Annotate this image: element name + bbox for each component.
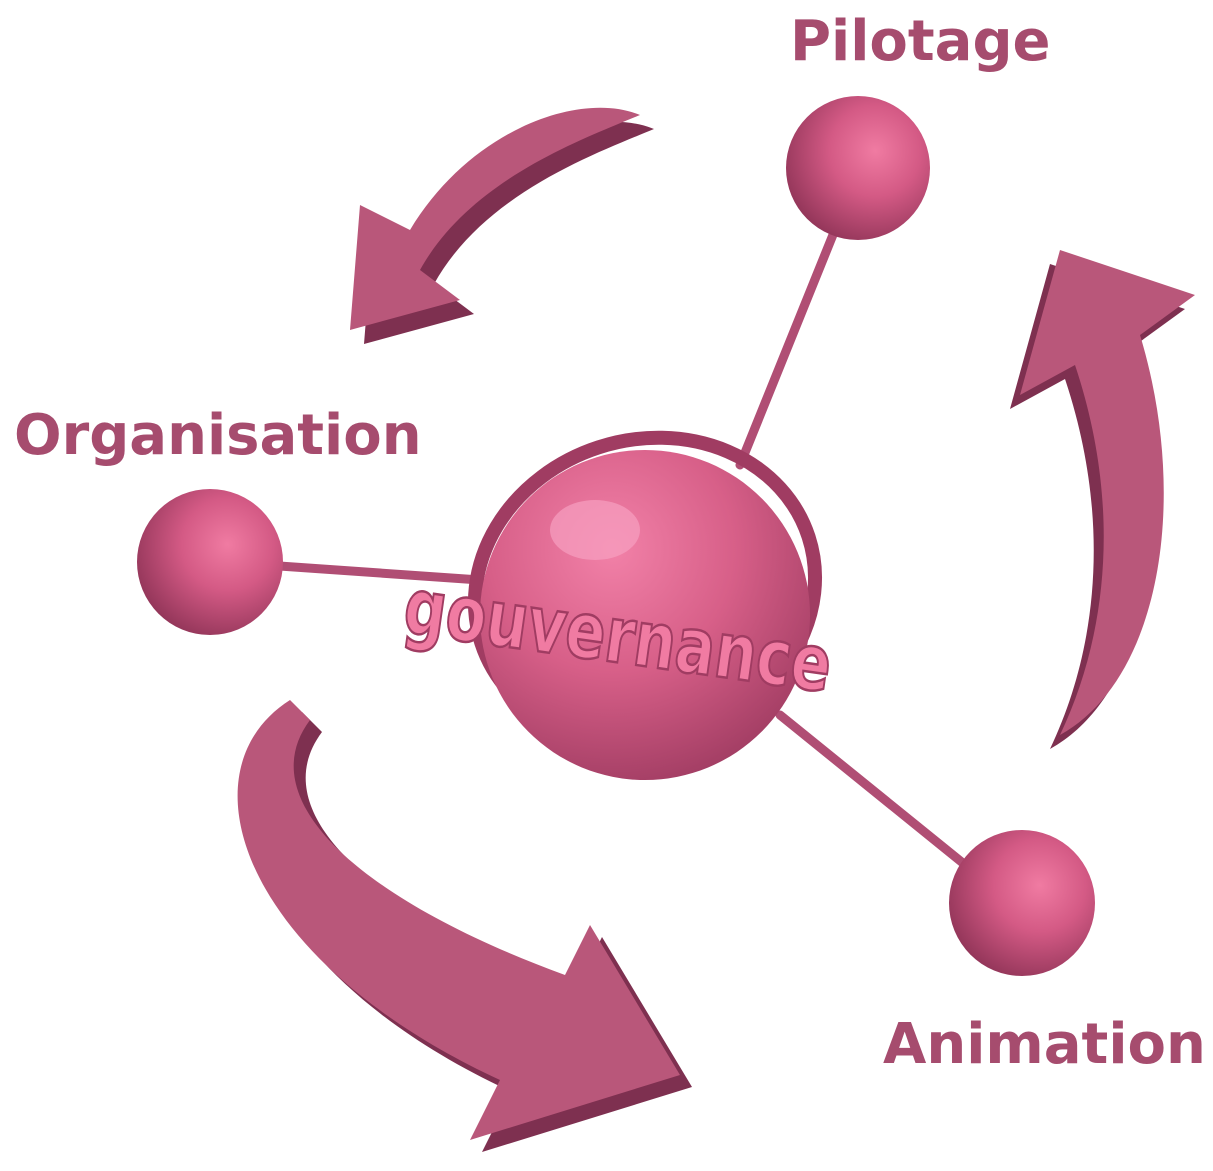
center-sphere (467, 430, 823, 780)
arrow-animation-to-pilotage (1010, 250, 1195, 749)
node-label-pilotage: Pilotage (790, 9, 1051, 74)
sphere-animation (949, 830, 1095, 976)
connector-rods (260, 200, 995, 890)
arrow-pilotage-to-organisation (350, 107, 654, 344)
node-label-organisation: Organisation (14, 403, 422, 468)
sphere-organisation (137, 489, 283, 635)
sphere-pilotage (786, 96, 930, 240)
arrow-organisation-to-animation (237, 700, 692, 1152)
node-label-animation: Animation (883, 1012, 1206, 1077)
